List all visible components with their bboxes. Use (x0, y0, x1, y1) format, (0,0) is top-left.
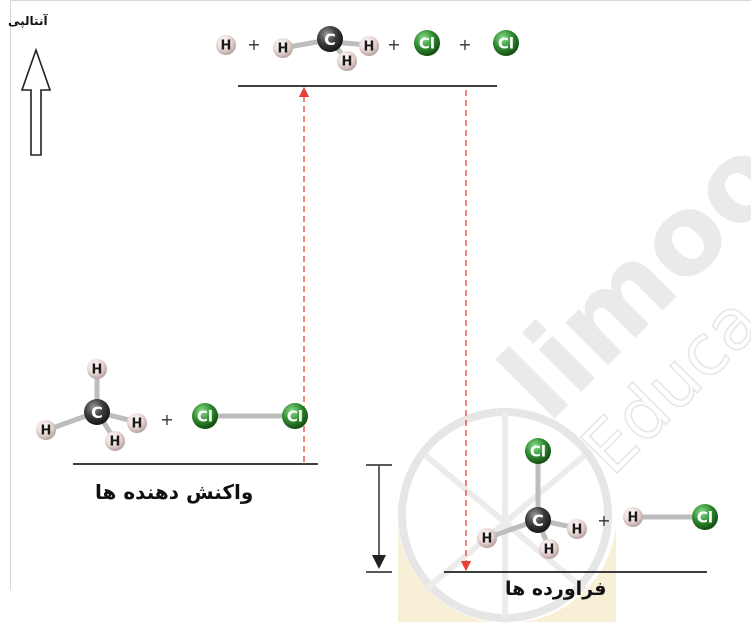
hydrogen-atom-sphere (567, 519, 587, 539)
chlorine-atom: Cl (525, 438, 551, 464)
hydrogen-atom-sphere (105, 431, 125, 451)
chlorine-atom-sphere (282, 403, 308, 429)
chlorine-atom-symbol: Cl (287, 407, 303, 425)
carbon-atom-symbol: C (324, 30, 336, 49)
chlorine-atom: Cl (414, 30, 440, 56)
hydrogen-atom: H (36, 420, 56, 440)
chlorine-atom-symbol: Cl (697, 508, 713, 526)
carbon-atom-sphere (84, 399, 110, 425)
carbon-atom-sphere (317, 26, 343, 52)
hydrogen-atom: H (105, 431, 125, 451)
hydrogen-atom: H (539, 539, 559, 559)
chlorine-atom-sphere (493, 30, 519, 56)
hydrogen-atom-symbol: H (221, 39, 232, 54)
plus-sign: + (458, 35, 471, 54)
carbon-atom-sphere (525, 507, 551, 533)
hydrogen-atom: H (87, 359, 107, 379)
hydrogen-atom: H (273, 38, 293, 58)
hydrogen-atom-sphere (127, 413, 147, 433)
hydrogen-atom-symbol: H (342, 55, 353, 70)
hydrogen-atom-sphere (36, 420, 56, 440)
hydrogen-atom-symbol: H (544, 543, 555, 558)
chlorine-atom-symbol: Cl (197, 407, 213, 425)
hydrogen-atom-sphere (337, 51, 357, 71)
enthalpy-axis-label: آنتالپی (8, 14, 48, 28)
plus-sign: + (160, 410, 173, 429)
carbon-atom: C (84, 399, 110, 425)
hydrogen-atom: H (216, 35, 236, 55)
hydrogen-atom-symbol: H (628, 511, 639, 526)
hydrogen-atom: H (623, 507, 643, 527)
enthalpy-axis-arrow (20, 47, 52, 156)
hydrogen-atom: H (567, 519, 587, 539)
hydrogen-atom: H (337, 51, 357, 71)
hydrogen-atom-symbol: H (110, 435, 121, 450)
hydrogen-atom: H (127, 413, 147, 433)
hydrogen-atom-symbol: H (482, 532, 493, 547)
chlorine-atom-sphere (692, 504, 718, 530)
plus-sign: + (597, 511, 610, 530)
hydrogen-atom-sphere (539, 539, 559, 559)
hydrogen-atom-sphere (477, 528, 497, 548)
carbon-atom: C (317, 26, 343, 52)
hydrogen-atom-symbol: H (364, 40, 375, 55)
chlorine-atom: Cl (692, 504, 718, 530)
chlorine-atom: Cl (192, 403, 218, 429)
hydrogen-atom-sphere (216, 35, 236, 55)
chlorine-atom-symbol: Cl (498, 34, 514, 52)
plus-signs: + + + + + (160, 35, 610, 530)
carbon-atom-symbol: C (91, 403, 103, 422)
frame-left-border (10, 0, 11, 590)
hydrogen-atom-symbol: H (572, 523, 583, 538)
carbon-atom-symbol: C (532, 511, 544, 530)
hydrogen-atom-sphere (87, 359, 107, 379)
plus-sign: + (247, 35, 260, 54)
watermark: limoo Educa (398, 112, 751, 622)
chlorine-atom-sphere (192, 403, 218, 429)
chlorine-atom: Cl (493, 30, 519, 56)
chlorine-atom-sphere (525, 438, 551, 464)
chlorine-atom-sphere (414, 30, 440, 56)
hydrogen-atom-sphere (623, 507, 643, 527)
chlorine-atom-symbol: Cl (530, 442, 546, 460)
watermark-lemon-bowl (398, 528, 616, 622)
hydrogen-atom-symbol: H (278, 42, 289, 57)
reactants-label: واکنش دهنده ها (95, 480, 254, 504)
frame-top-border (10, 0, 751, 1)
hydrogen-atom-sphere (273, 38, 293, 58)
plus-sign: + (387, 35, 400, 54)
chlorine-atom: Cl (282, 403, 308, 429)
hydrogen-atom: H (477, 528, 497, 548)
hydrogen-atom-symbol: H (132, 417, 143, 432)
carbon-atom: C (525, 507, 551, 533)
hydrogen-atom-symbol: H (92, 363, 103, 378)
chlorine-atom-symbol: Cl (419, 34, 435, 52)
hydrogen-atom-sphere (359, 36, 379, 56)
hydrogen-atom: H (359, 36, 379, 56)
hydrogen-atom-symbol: H (41, 424, 52, 439)
products-label: فراورده ها (505, 578, 607, 600)
